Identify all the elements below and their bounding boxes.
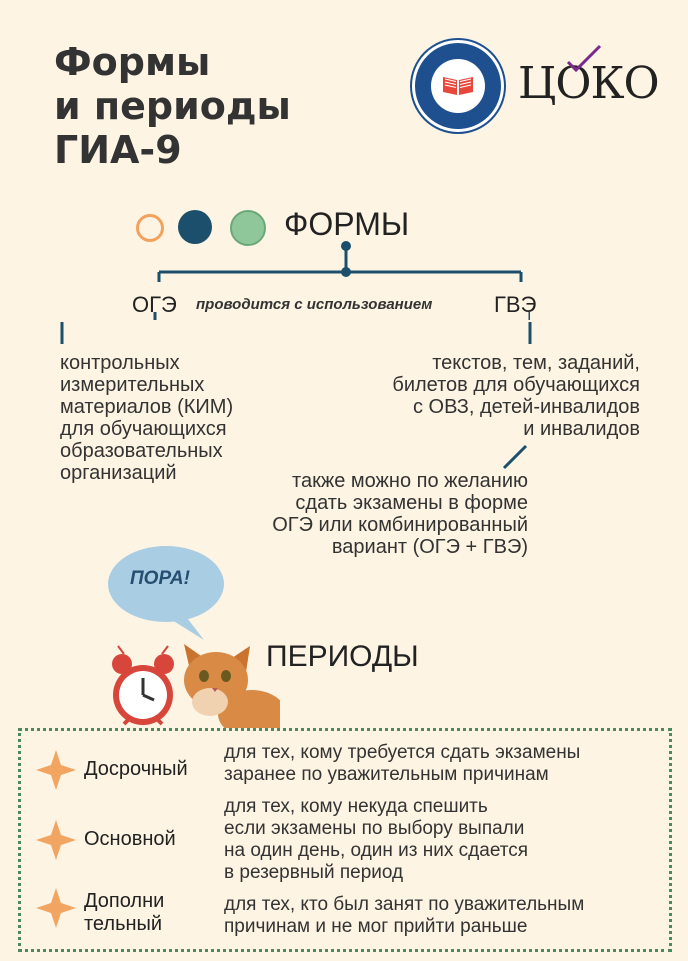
period-desc-early: для тех, кому требуется сдать экзамены з… <box>224 742 581 785</box>
cat-image <box>184 644 280 728</box>
gve-description: текстов, тем, заданий, билетов для обуча… <box>392 352 640 440</box>
alarm-clock-icon <box>112 645 174 726</box>
book-icon <box>443 77 473 95</box>
period-desc-extra: для тех, кто был занят по уважительным п… <box>224 894 585 937</box>
extra-description: также можно по желанию сдать экзамены в … <box>272 470 528 558</box>
period-name-main: Основной <box>84 828 176 850</box>
periods-box <box>18 728 672 952</box>
period-name-extra: Дополни тельный <box>84 890 165 935</box>
forms-connector <box>153 241 530 320</box>
bubble-text: ПОРА! <box>130 568 190 589</box>
gve-tick <box>528 322 532 344</box>
checkmark-icon <box>566 44 602 73</box>
center-logo: ЦОКО <box>518 44 660 109</box>
oge-tick <box>60 322 64 344</box>
diagonal-connector <box>502 444 528 470</box>
oge-description: контрольных измерительных материалов (КИ… <box>60 352 234 484</box>
star-icon <box>36 750 76 790</box>
blue-circle-icon <box>178 210 212 244</box>
orange-circle-icon <box>136 214 164 242</box>
speech-bubble <box>108 546 224 640</box>
star-icon <box>36 820 76 860</box>
middle-label: проводится с использованием <box>196 296 433 313</box>
oge-label: ОГЭ <box>132 292 177 317</box>
forms-heading: ФОРМЫ <box>284 206 410 242</box>
ministry-logo <box>412 40 504 132</box>
period-desc-main: для тех, кому некуда спешить если экзаме… <box>224 796 529 883</box>
star-icon <box>36 888 76 928</box>
gve-label: ГВЭ <box>494 292 537 317</box>
periods-heading: ПЕРИОДЫ <box>266 640 419 673</box>
page-title: Формы и периоды ГИА-9 <box>54 40 291 172</box>
period-name-early: Досрочный <box>84 758 188 780</box>
green-circle-icon <box>230 210 266 246</box>
